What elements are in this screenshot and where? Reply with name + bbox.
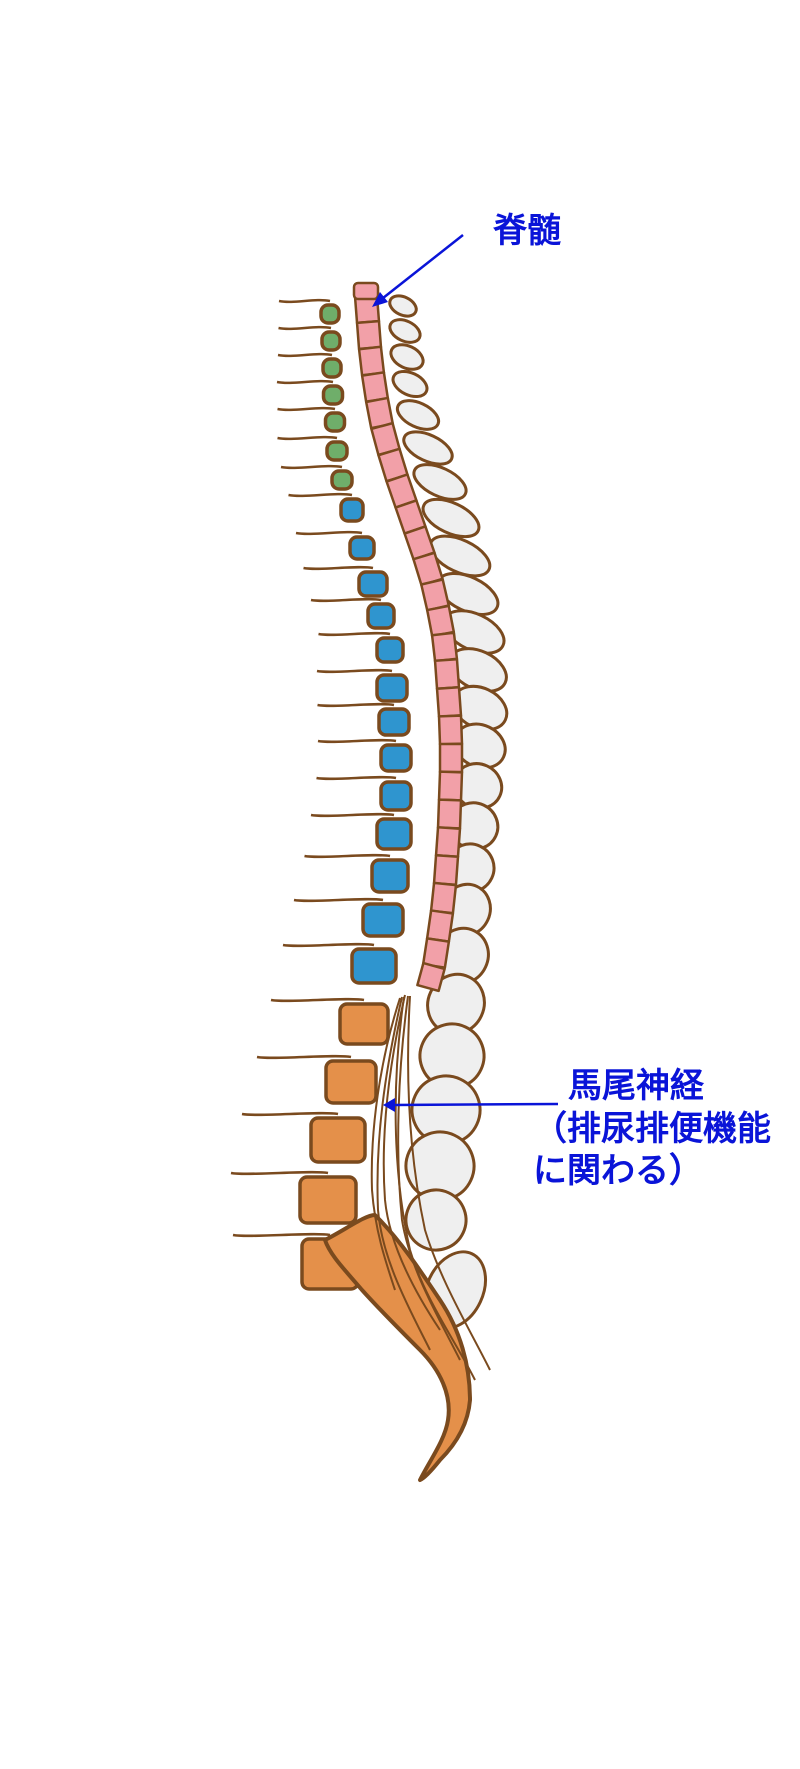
- spinal-cord-segment: [416, 961, 446, 993]
- spinal-cord-segment: [435, 685, 463, 719]
- spinal-cord-segment: [425, 604, 456, 638]
- spinous-process: [412, 463, 468, 501]
- nerve-root: [256, 1054, 352, 1060]
- nerve-root: [318, 631, 391, 637]
- spinal-cord-segment: [429, 881, 458, 915]
- vertebral-body: [348, 535, 376, 561]
- spinal-cord-segment: [432, 853, 460, 887]
- nerve-root: [303, 565, 374, 571]
- cauda-equina-fibers: [370, 994, 491, 1381]
- spinal-cord-segment: [360, 371, 390, 403]
- nerve-root: [277, 352, 333, 358]
- vertebral-body: [370, 858, 410, 894]
- vertebral-bodies: [298, 303, 413, 1291]
- nerve-root: [278, 325, 332, 331]
- nerve-root: [270, 997, 365, 1003]
- spinal-cord-pointer-line: [377, 234, 464, 303]
- spinal-cord-segment: [436, 798, 463, 830]
- spinous-process: [402, 430, 454, 466]
- nerve-root: [304, 853, 391, 859]
- nerve-root: [276, 379, 334, 385]
- spinal-cord-segment: [434, 825, 462, 859]
- nerve-root: [293, 897, 384, 903]
- vertebral-body: [375, 673, 409, 703]
- vertebral-body: [366, 602, 396, 630]
- vertebral-body: [325, 440, 349, 462]
- vertebral-body: [319, 303, 341, 325]
- vertebral-body: [330, 469, 354, 491]
- nerve-root: [277, 406, 336, 412]
- nerve-root: [232, 1232, 331, 1238]
- spinal-cord-arrowhead: [372, 292, 388, 307]
- nerve-root: [316, 775, 397, 781]
- vertebral-body: [324, 1059, 378, 1105]
- nerve-root: [310, 597, 382, 603]
- vertebral-body: [379, 780, 413, 812]
- spinal-cord-segment: [437, 770, 464, 802]
- vertebral-body: [361, 902, 405, 938]
- nerve-root: [230, 1170, 329, 1176]
- nerve-root: [288, 492, 353, 498]
- spinal-cord-segment: [355, 319, 383, 351]
- cauda-equina-label: 馬尾神経: [568, 1066, 704, 1106]
- spinous-process: [388, 294, 418, 318]
- vertebral-body: [379, 743, 413, 773]
- vertebral-body: [338, 1002, 390, 1046]
- spinal-cord-segment: [430, 631, 459, 663]
- nerve-root: [295, 530, 363, 536]
- spinous-process: [389, 343, 425, 371]
- vertebral-body: [375, 817, 413, 851]
- nerve-root: [310, 812, 395, 818]
- spinal-nerve-roots: [230, 298, 397, 1238]
- vertebral-body: [320, 330, 342, 352]
- spinous-process: [395, 399, 441, 431]
- nerve-root: [316, 668, 393, 674]
- spinal-cord-label: 脊髄: [493, 211, 561, 251]
- nerve-root: [317, 702, 395, 708]
- nerve-root: [280, 464, 343, 470]
- vertebral-body: [357, 570, 389, 598]
- vertebral-body: [321, 357, 343, 379]
- nerve-root: [241, 1111, 339, 1117]
- spinal-cord-segment: [425, 909, 455, 943]
- vertebral-body: [377, 707, 411, 737]
- spinal-cord-segment: [357, 345, 386, 377]
- nerve-root: [278, 298, 331, 304]
- cauda-equina-pointer-line: [391, 1102, 559, 1107]
- spinal-cord-segment: [433, 657, 461, 691]
- spinal-cord: [352, 281, 464, 993]
- spinous-process: [388, 318, 422, 344]
- cauda-equina-note: （排尿排便機能に関わる）: [533, 1109, 771, 1191]
- vertebral-body: [350, 947, 398, 985]
- vertebral-body: [321, 384, 345, 406]
- spinal-cord-segment: [438, 742, 464, 774]
- vertebral-body: [339, 497, 365, 523]
- nerve-root: [277, 435, 338, 441]
- spinal-cord-top: [352, 281, 380, 301]
- vertebral-body: [309, 1116, 367, 1164]
- spinous-process: [391, 369, 429, 399]
- spinal-cord-segment: [437, 714, 464, 746]
- vertebral-body: [375, 636, 405, 664]
- cauda-equina-arrowhead: [383, 1098, 395, 1112]
- nerve-root: [282, 942, 375, 948]
- vertebral-body: [323, 411, 347, 433]
- vertebral-body: [298, 1175, 358, 1225]
- spinous-process: [421, 497, 481, 539]
- nerve-root: [317, 738, 397, 744]
